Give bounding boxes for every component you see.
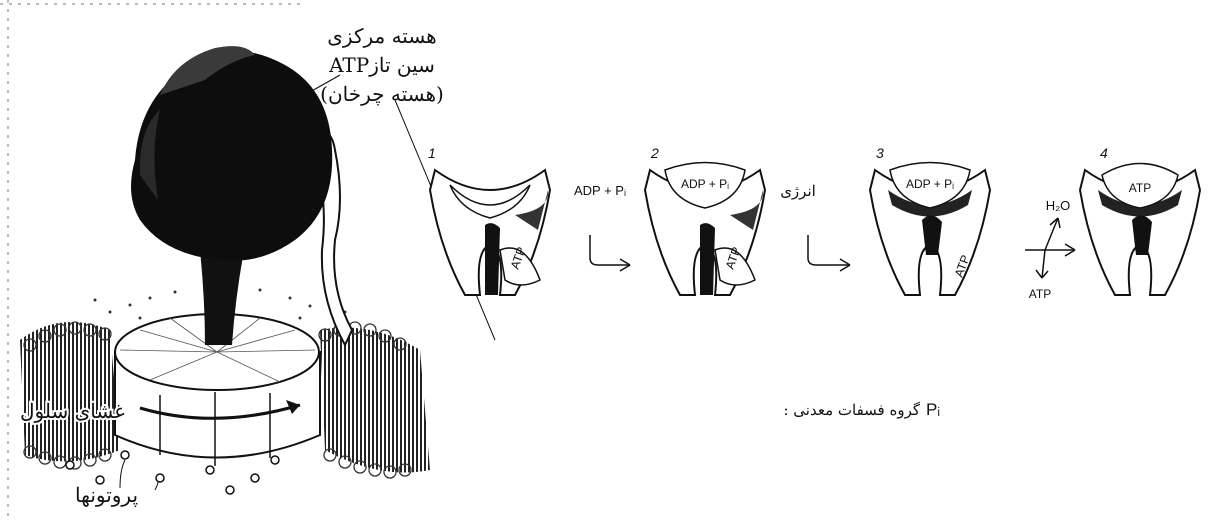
central-stalk — [200, 250, 244, 345]
step-1-diagram: ATP — [428, 168, 552, 296]
step-3-diagram: ADP + Pᵢ ATP — [868, 161, 992, 296]
protons — [65, 450, 280, 495]
core-label-line2: ATPسین تاز — [328, 53, 435, 77]
core-label-line3: (هسته چرخان) — [320, 82, 444, 106]
step-3-number: 3 — [876, 145, 884, 161]
step-4-top-text: ATP — [1129, 181, 1151, 195]
protons-label: پروتونها — [75, 483, 138, 507]
rotor-disc — [114, 313, 321, 466]
membrane-left — [20, 321, 120, 470]
page-border — [0, 0, 300, 521]
step-2-number: 2 — [650, 145, 659, 161]
legend-symbol: Pᵢ — [926, 400, 940, 419]
arrow-3-water: H₂O — [1046, 198, 1071, 213]
step-2-top-text: ADP + Pᵢ — [681, 177, 729, 191]
step-2-diagram: ADP + Pᵢ ATP — [643, 161, 767, 296]
step-3-top-text: ADP + Pᵢ — [906, 177, 954, 191]
core-label-line1: هسته مرکزی — [327, 24, 436, 48]
atp-synthase-illustration — [20, 46, 496, 495]
membrane-right — [318, 321, 430, 479]
arrow-2 — [807, 235, 851, 272]
step-4-number: 4 — [1100, 145, 1108, 161]
arrow-1 — [589, 235, 631, 272]
proton-leader-lines — [119, 459, 159, 491]
arrow-3 — [1025, 217, 1076, 279]
f1-head — [131, 46, 333, 261]
arrow-1-label: ADP + Pᵢ — [574, 183, 626, 198]
arrow-3-out: ATP — [1029, 287, 1051, 301]
legend-text: : گروه فسفات معدنی — [783, 401, 920, 419]
arrow-2-label: انرژی — [780, 182, 816, 200]
step-1-number: 1 — [428, 145, 436, 161]
peripheral-stalk — [306, 131, 354, 348]
membrane-label: غشای سلول — [20, 399, 125, 423]
step-4-diagram: ATP — [1078, 162, 1202, 296]
